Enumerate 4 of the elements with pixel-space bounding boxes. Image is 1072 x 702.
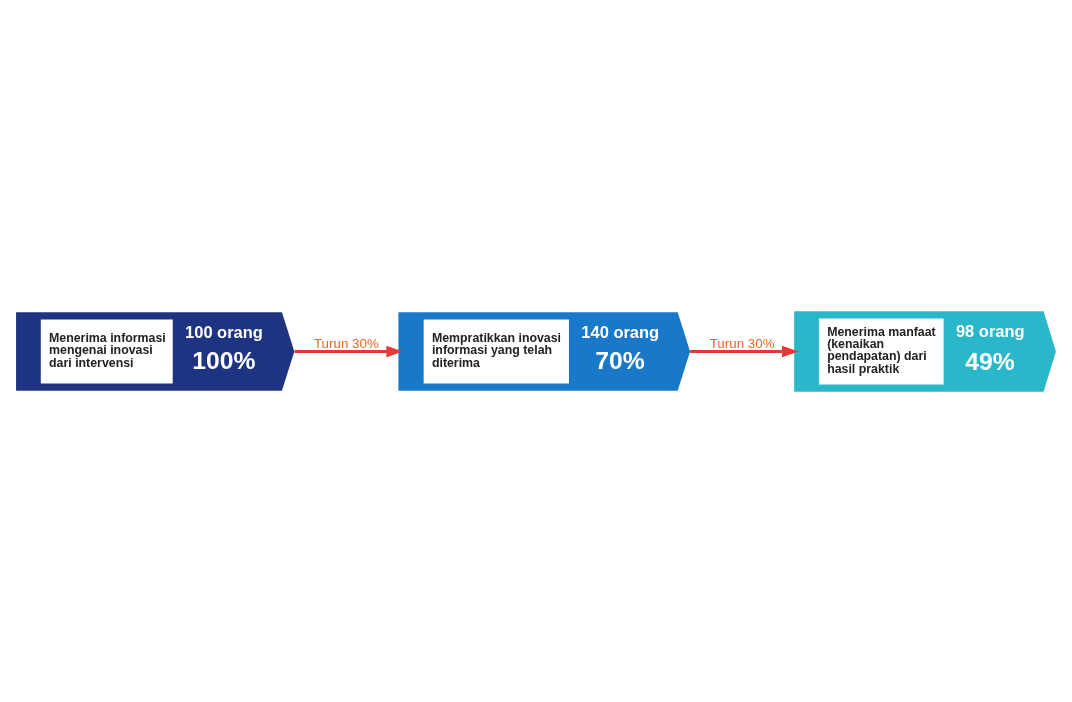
edge-label: Turun 30% [709,335,775,351]
edge-label: Turun 30% [313,335,379,351]
arrow [690,345,799,357]
arrow [294,345,403,357]
